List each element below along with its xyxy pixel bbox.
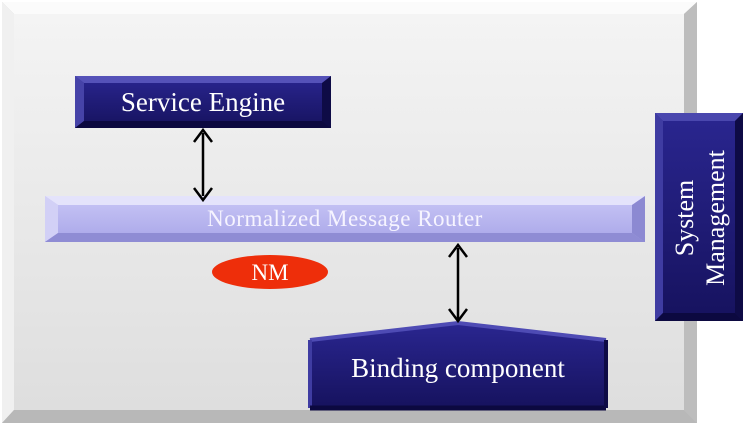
system-management-box bbox=[655, 113, 743, 321]
service-engine-box bbox=[75, 76, 331, 128]
binding-component-shape bbox=[308, 320, 608, 411]
arrow-router-binding bbox=[448, 242, 468, 324]
router-bar bbox=[45, 196, 645, 242]
arrow-service-router bbox=[193, 127, 213, 203]
nm-ellipse bbox=[212, 255, 328, 289]
